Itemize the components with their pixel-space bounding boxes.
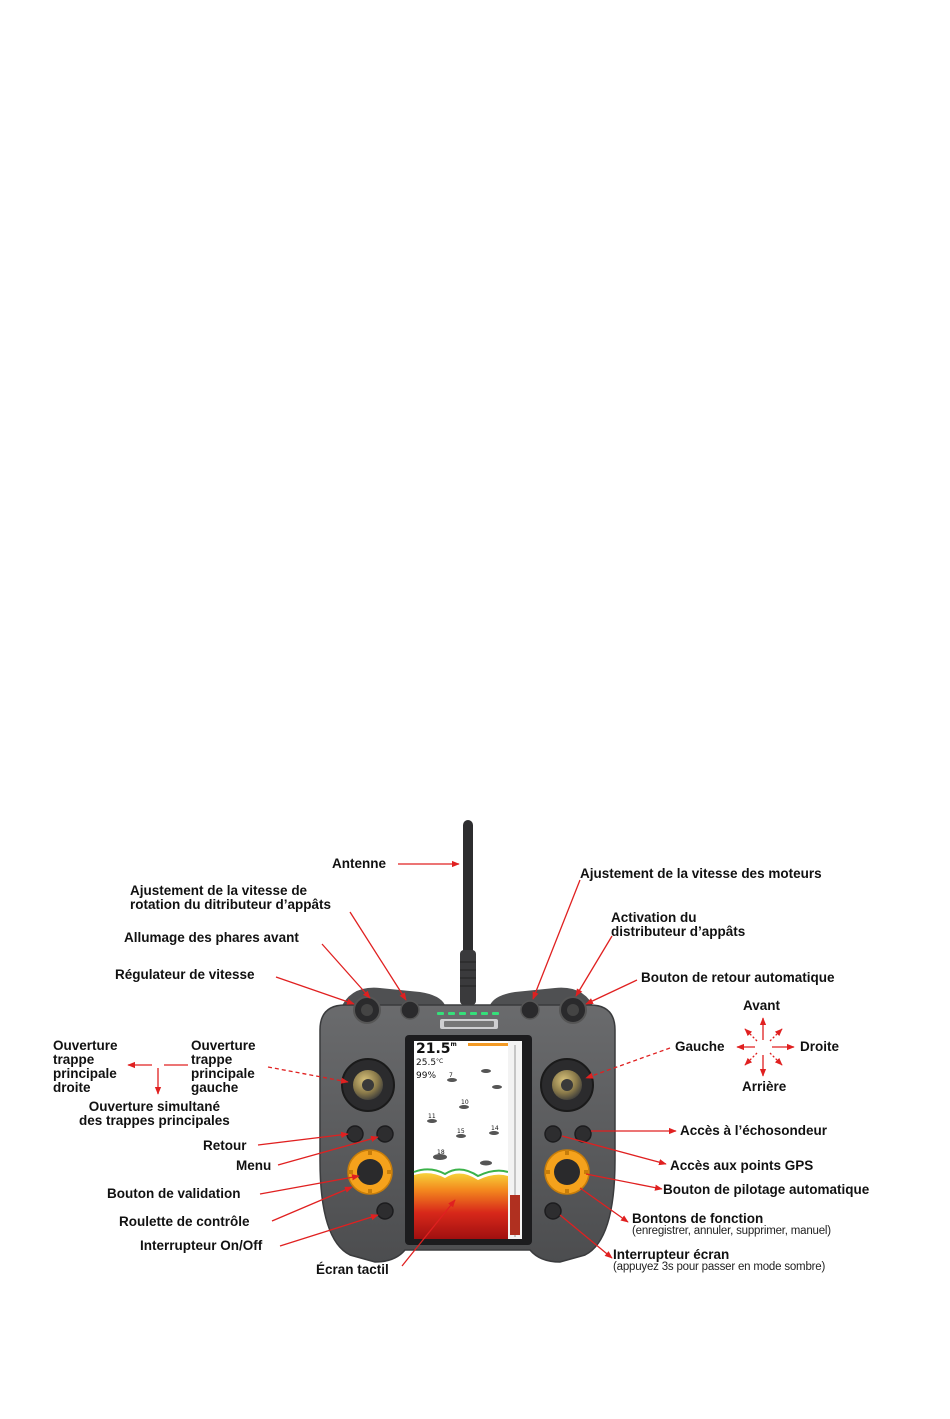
label-retour-auto: Bouton de retour automatique (641, 970, 835, 985)
label-validation: Bouton de validation (107, 1186, 241, 1201)
return-home-dial[interactable] (559, 996, 587, 1024)
screen-switch[interactable] (544, 1202, 562, 1220)
antenna (460, 820, 476, 1005)
label-vitesse-rotation: Ajustement de la vitesse de rotation du … (130, 883, 331, 912)
autopilot-dial[interactable] (544, 1149, 590, 1195)
fish-depth-label: 7 (449, 1072, 453, 1079)
label-regulateur: Régulateur de vitesse (115, 967, 255, 982)
label-ecran-switch-sub: (appuyez 3s pour passer en mode sombre) (613, 1261, 826, 1273)
label-droite: Droite (800, 1039, 840, 1054)
label-avant: Avant (743, 998, 781, 1013)
fish-depth-label: 10 (461, 1099, 469, 1106)
screen-temperature: 25.5°C (416, 1058, 444, 1068)
label-activation: Activation du distributeur d’appâts (611, 910, 746, 939)
sonar-button[interactable] (544, 1125, 562, 1143)
label-gauche: Gauche (675, 1039, 725, 1054)
screen-battery: 99% (416, 1071, 437, 1081)
label-antenne: Antenne (332, 856, 386, 871)
touch-screen[interactable] (405, 1035, 532, 1245)
label-gps: Accès aux points GPS (670, 1158, 814, 1173)
headlight-button[interactable] (400, 1000, 420, 1020)
label-ouverture-gauche: Ouverture trappe principale gauche (191, 1038, 256, 1095)
label-onoff: Interrupteur On/Off (140, 1238, 263, 1253)
label-vitesse-moteurs: Ajustement de la vitesse des moteurs (580, 866, 822, 881)
label-menu: Menu (236, 1158, 272, 1173)
fish-depth-label: 18 (437, 1149, 445, 1156)
direction-compass (736, 1017, 795, 1077)
label-arriere: Arrière (742, 1079, 787, 1094)
fish-depth-label: 15 (457, 1128, 465, 1135)
screen-depth: 21.5m (416, 1041, 457, 1057)
label-fonction-sub: (enregistrer, annuler, supprimer, manuel… (632, 1225, 831, 1237)
control-wheel[interactable] (347, 1149, 393, 1195)
brand-logo (440, 1019, 498, 1029)
menu-button[interactable] (376, 1125, 394, 1143)
label-ecran-switch: Interrupteur écran (613, 1247, 730, 1262)
label-ouverture-droite: Ouverture trappe principale droite (53, 1038, 118, 1095)
fish-depth-label: 14 (491, 1125, 499, 1132)
left-joystick[interactable] (341, 1058, 395, 1112)
right-joystick[interactable] (540, 1058, 594, 1112)
power-switch[interactable] (376, 1202, 394, 1220)
bait-activation-button[interactable] (520, 1000, 540, 1020)
label-ouverture-simultane: Ouverture simultané des trappes principa… (79, 1099, 230, 1128)
label-phares: Allumage des phares avant (124, 930, 299, 945)
label-retour: Retour (203, 1138, 247, 1153)
speed-regulator-dial[interactable] (353, 996, 381, 1024)
label-pilotage: Bouton de pilotage automatique (663, 1182, 870, 1197)
label-roulette: Roulette de contrôle (119, 1214, 250, 1229)
label-fonction: Bontons de fonction (632, 1211, 764, 1226)
leader-lines (127, 860, 677, 1267)
fish-depth-label: 11 (428, 1113, 436, 1120)
battery-leds (437, 1012, 499, 1015)
back-button[interactable] (346, 1125, 364, 1143)
label-echosondeur: Accès à l’échosondeur (680, 1123, 828, 1138)
label-ecran-tactil: Écran tactil (316, 1262, 389, 1277)
